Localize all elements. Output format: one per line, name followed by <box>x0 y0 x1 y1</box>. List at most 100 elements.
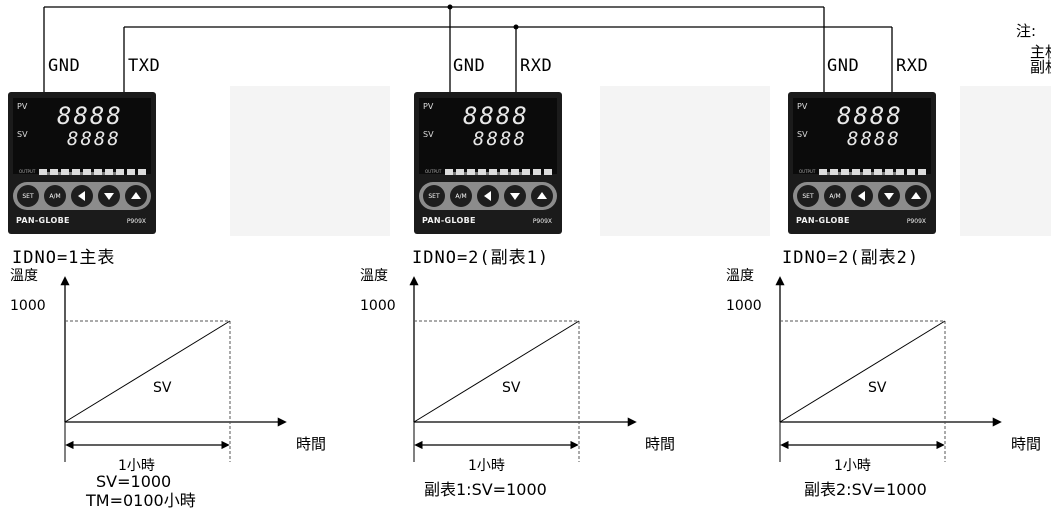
caption-line: SV=1000 <box>96 472 172 491</box>
brand-logo: PAN-GLOBE <box>16 216 70 225</box>
brand-logo: PAN-GLOBE <box>422 216 476 225</box>
button-strip: SET A/M <box>13 182 151 210</box>
set-button[interactable]: SET <box>17 185 39 207</box>
y-tick-label: 1000 <box>360 298 396 314</box>
left-arrow-icon <box>858 191 865 201</box>
display-panel: PV 8888 SV 8888 OUTPUT <box>793 98 931 176</box>
caption-line: 副表1:SV=1000 <box>424 480 547 499</box>
panel-background <box>230 86 390 236</box>
am-button[interactable]: A/M <box>824 185 846 207</box>
gnd-junction-dot <box>447 4 453 10</box>
unit3-caption: 副表2:SV=1000 <box>804 480 974 499</box>
left-arrow-icon <box>484 191 491 201</box>
controller-unit-3: PV 8888 SV 8888 OUTPUT SET A/M PAN-GLOBE… <box>788 92 936 234</box>
up-arrow-icon <box>537 192 547 199</box>
duration-label: 1小時 <box>118 458 155 474</box>
sv-ramp-line <box>64 320 231 423</box>
up-arrow-icon <box>911 192 921 199</box>
model-label: P909X <box>906 218 926 225</box>
pv-label: PV <box>797 102 808 111</box>
set-button[interactable]: SET <box>423 185 445 207</box>
unit3-rxd-label: RXD <box>896 56 929 76</box>
x-axis-label: 時間 <box>296 435 327 453</box>
data-junction-dot <box>513 24 519 30</box>
down-arrow-button[interactable] <box>878 185 900 207</box>
y-axis-label: 溫度 <box>726 268 754 284</box>
left-arrow-icon <box>78 191 85 201</box>
sv-line-label: SV <box>153 380 172 396</box>
pv-display: 8888 <box>463 102 529 130</box>
unit2-id-label: IDNO=2(副表1) <box>412 248 550 268</box>
caption-line: 副表2:SV=1000 <box>804 480 927 499</box>
output-label: OUTPUT <box>425 169 442 174</box>
x-axis-label: 時間 <box>645 435 676 453</box>
pv-label: PV <box>17 102 28 111</box>
status-leds <box>447 160 543 175</box>
duration-label: 1小時 <box>468 458 505 474</box>
am-button[interactable]: A/M <box>450 185 472 207</box>
button-strip: SET A/M <box>793 182 931 210</box>
ramp-graphs <box>60 276 1002 462</box>
button-strip: SET A/M <box>419 182 557 210</box>
graph-unit-2 <box>409 276 637 462</box>
model-label: P909X <box>126 218 146 225</box>
pv-display: 8888 <box>837 102 903 130</box>
unit1-txd-label: TXD <box>128 56 161 76</box>
up-arrow-button[interactable] <box>905 185 927 207</box>
sv-label: SV <box>797 130 808 139</box>
sv-label: SV <box>423 130 434 139</box>
down-arrow-button[interactable] <box>98 185 120 207</box>
left-arrow-button[interactable] <box>477 185 499 207</box>
pv-label: PV <box>423 102 434 111</box>
sv-display: 8888 <box>67 128 121 150</box>
down-arrow-icon <box>884 193 894 200</box>
output-indicators: OUTPUT <box>425 168 555 176</box>
set-button[interactable]: SET <box>797 185 819 207</box>
up-arrow-button[interactable] <box>531 185 553 207</box>
pv-display: 8888 <box>57 102 123 130</box>
x-axis-label: 時間 <box>1011 435 1042 453</box>
unit3-gnd-label: GND <box>827 56 860 76</box>
sv-ramp-line <box>779 320 946 423</box>
controller-unit-2: PV 8888 SV 8888 OUTPUT SET A/M PAN-GLOBE… <box>414 92 562 234</box>
am-button[interactable]: A/M <box>44 185 66 207</box>
panel-background <box>600 86 770 236</box>
output-indicators: OUTPUT <box>799 168 929 176</box>
display-panel: PV 8888 SV 8888 OUTPUT <box>419 98 557 176</box>
down-arrow-button[interactable] <box>504 185 526 207</box>
output-label: OUTPUT <box>19 169 36 174</box>
panel-background <box>960 86 1051 236</box>
unit2-gnd-label: GND <box>453 56 486 76</box>
output-label: OUTPUT <box>799 169 816 174</box>
sv-line-label: SV <box>502 380 521 396</box>
sv-label: SV <box>17 130 28 139</box>
caption-line: TM=0100小時 <box>86 491 196 510</box>
note-line-sub: 副机 <box>1030 58 1051 76</box>
y-axis-label: 溫度 <box>360 268 388 284</box>
unit2-caption: 副表1:SV=1000 <box>424 480 594 499</box>
sv-display: 8888 <box>847 128 901 150</box>
model-label: P909X <box>532 218 552 225</box>
up-arrow-icon <box>131 192 141 199</box>
left-arrow-button[interactable] <box>71 185 93 207</box>
unit2-rxd-label: RXD <box>520 56 553 76</box>
note-title: 注: <box>1016 22 1037 40</box>
graph-unit-3 <box>775 276 1002 462</box>
graph-unit-1 <box>60 276 287 462</box>
unit3-id-label: IDNO=2(副表2) <box>782 248 920 268</box>
sv-ramp-line <box>413 320 580 423</box>
status-leds <box>41 160 137 175</box>
down-arrow-icon <box>104 193 114 200</box>
controller-unit-1: PV 8888 SV 8888 OUTPUT SET A/M PAN-GLOBE… <box>8 92 156 234</box>
unit1-gnd-label: GND <box>48 56 81 76</box>
down-arrow-icon <box>510 193 520 200</box>
up-arrow-button[interactable] <box>125 185 147 207</box>
note-line-main: 主机 <box>1030 43 1051 61</box>
y-tick-label: 1000 <box>10 298 46 314</box>
y-axis-label: 溫度 <box>10 268 38 284</box>
unit1-caption: SV=1000 TM=0100小時 <box>86 472 236 510</box>
brand-logo: PAN-GLOBE <box>796 216 850 225</box>
left-arrow-button[interactable] <box>851 185 873 207</box>
unit1-id-label: IDNO=1主表 <box>12 248 116 268</box>
